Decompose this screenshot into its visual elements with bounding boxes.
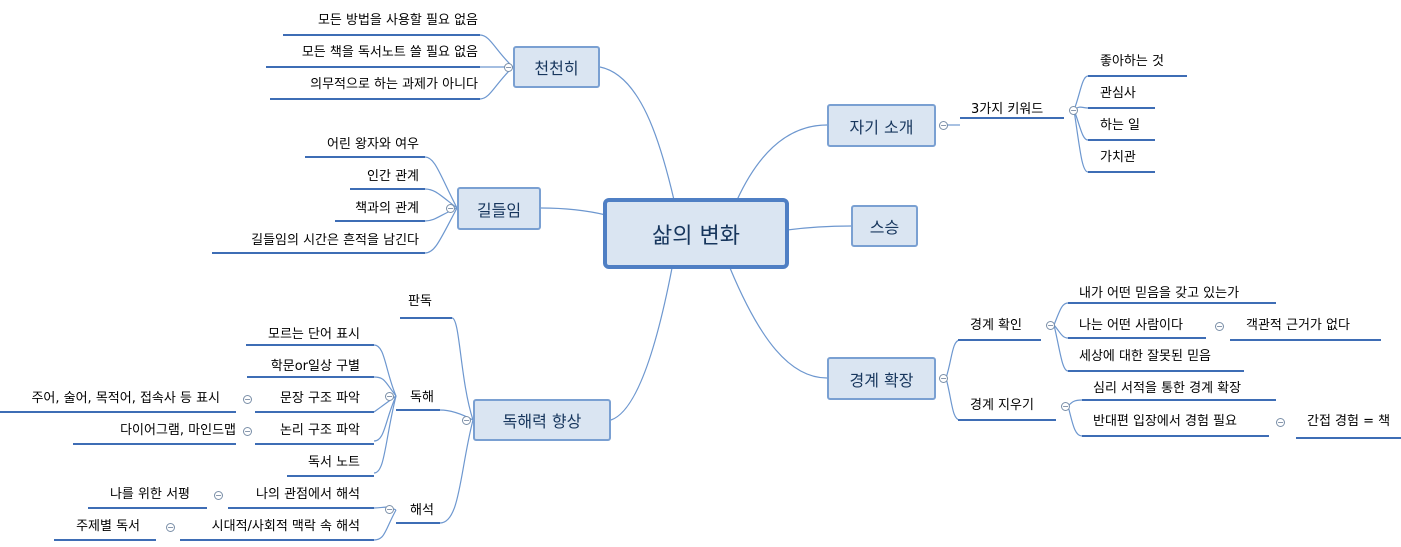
collapse-toggle-icon[interactable]: −	[166, 523, 175, 532]
erase-label[interactable]: 경계 지우기	[970, 398, 1034, 413]
leaf-text[interactable]: 심리 서적을 통한 경계 확장	[1093, 381, 1242, 396]
interpret-label[interactable]: 해석	[410, 503, 434, 518]
collapse-toggle-icon[interactable]: −	[385, 505, 394, 514]
topic-slowly[interactable]: 천천히	[513, 46, 600, 88]
topic-expand-boundary[interactable]: 경계 확장	[827, 357, 936, 400]
collapse-toggle-icon[interactable]: −	[462, 416, 471, 425]
leaf-text[interactable]: 반대편 입장에서 경험 필요	[1093, 414, 1237, 429]
leaf-text[interactable]: 간접 경험 = 책	[1307, 414, 1391, 429]
leaf-text[interactable]: 주어, 술어, 목적어, 접속사 등 표시	[31, 391, 220, 406]
topic-teacher[interactable]: 스승	[851, 205, 918, 247]
judge-label[interactable]: 판독	[408, 294, 432, 309]
leaf-text[interactable]: 나를 위한 서평	[109, 487, 190, 502]
leaf-text[interactable]: 모든 방법을 사용할 필요 없음	[317, 13, 478, 28]
leaf-text[interactable]: 독서 노트	[308, 455, 360, 470]
leaf-text[interactable]: 주제별 독서	[76, 519, 140, 534]
check-label[interactable]: 경계 확인	[970, 318, 1022, 333]
topic-taming[interactable]: 길들임	[457, 187, 541, 230]
leaf-text[interactable]: 학문or일상 구별	[270, 359, 360, 374]
leaf-text[interactable]: 객관적 근거가 없다	[1246, 318, 1350, 333]
leaf-text[interactable]: 문장 구조 파악	[279, 391, 360, 406]
leaf-text[interactable]: 좋아하는 것	[1100, 54, 1164, 69]
leaf-text[interactable]: 관심사	[1100, 86, 1136, 101]
leaf-text[interactable]: 모르는 단어 표시	[268, 327, 360, 342]
collapse-toggle-icon[interactable]: −	[385, 392, 394, 401]
collapse-toggle-icon[interactable]: −	[1215, 322, 1224, 331]
collapse-toggle-icon[interactable]: −	[1069, 106, 1078, 115]
leaf-text[interactable]: 논리 구조 파악	[279, 423, 360, 438]
leaf-text[interactable]: 시대적/사회적 맥락 속 해석	[211, 519, 360, 534]
leaf-text[interactable]: 나는 어떤 사람이다	[1079, 318, 1183, 333]
central-topic[interactable]: 삶의 변화	[603, 198, 789, 269]
topic-reading-skill[interactable]: 독해력 향상	[473, 399, 611, 441]
collapse-toggle-icon[interactable]: −	[504, 63, 513, 72]
leaf-text[interactable]: 하는 일	[1100, 118, 1141, 133]
collapse-toggle-icon[interactable]: −	[1046, 321, 1055, 330]
leaf-text[interactable]: 길들임의 시간은 흔적을 남긴다	[251, 233, 419, 248]
leaf-text[interactable]: 모든 책을 독서노트 쓸 필요 없음	[301, 45, 478, 60]
leaf-text[interactable]: 세상에 대한 잘못된 믿음	[1079, 349, 1211, 364]
leaf-text[interactable]: 나의 관점에서 해석	[256, 487, 360, 502]
collapse-toggle-icon[interactable]: −	[939, 374, 948, 383]
collapse-toggle-icon[interactable]: −	[1276, 418, 1285, 427]
collapse-toggle-icon[interactable]: −	[243, 427, 252, 436]
leaf-text[interactable]: 내가 어떤 믿음을 갖고 있는가	[1079, 286, 1240, 301]
collapse-toggle-icon[interactable]: −	[1061, 402, 1070, 411]
topic-self-intro[interactable]: 자기 소개	[827, 104, 936, 147]
leaf-text[interactable]: 어린 왕자와 여우	[327, 137, 419, 152]
leaf-text[interactable]: 의무적으로 하는 과제가 아니다	[310, 77, 478, 92]
collapse-toggle-icon[interactable]: −	[446, 204, 455, 213]
collapse-toggle-icon[interactable]: −	[243, 395, 252, 404]
leaf-text[interactable]: 가치관	[1100, 150, 1136, 165]
reading-label[interactable]: 독해	[410, 390, 434, 405]
leaf-text[interactable]: 다이어그램, 마인드맵	[120, 423, 236, 438]
collapse-toggle-icon[interactable]: −	[214, 491, 223, 500]
leaf-text[interactable]: 책과의 관계	[355, 201, 419, 216]
collapse-toggle-icon[interactable]: −	[939, 121, 948, 130]
keywords-label[interactable]: 3가지 키워드	[971, 102, 1044, 117]
leaf-text[interactable]: 인간 관계	[367, 169, 419, 184]
